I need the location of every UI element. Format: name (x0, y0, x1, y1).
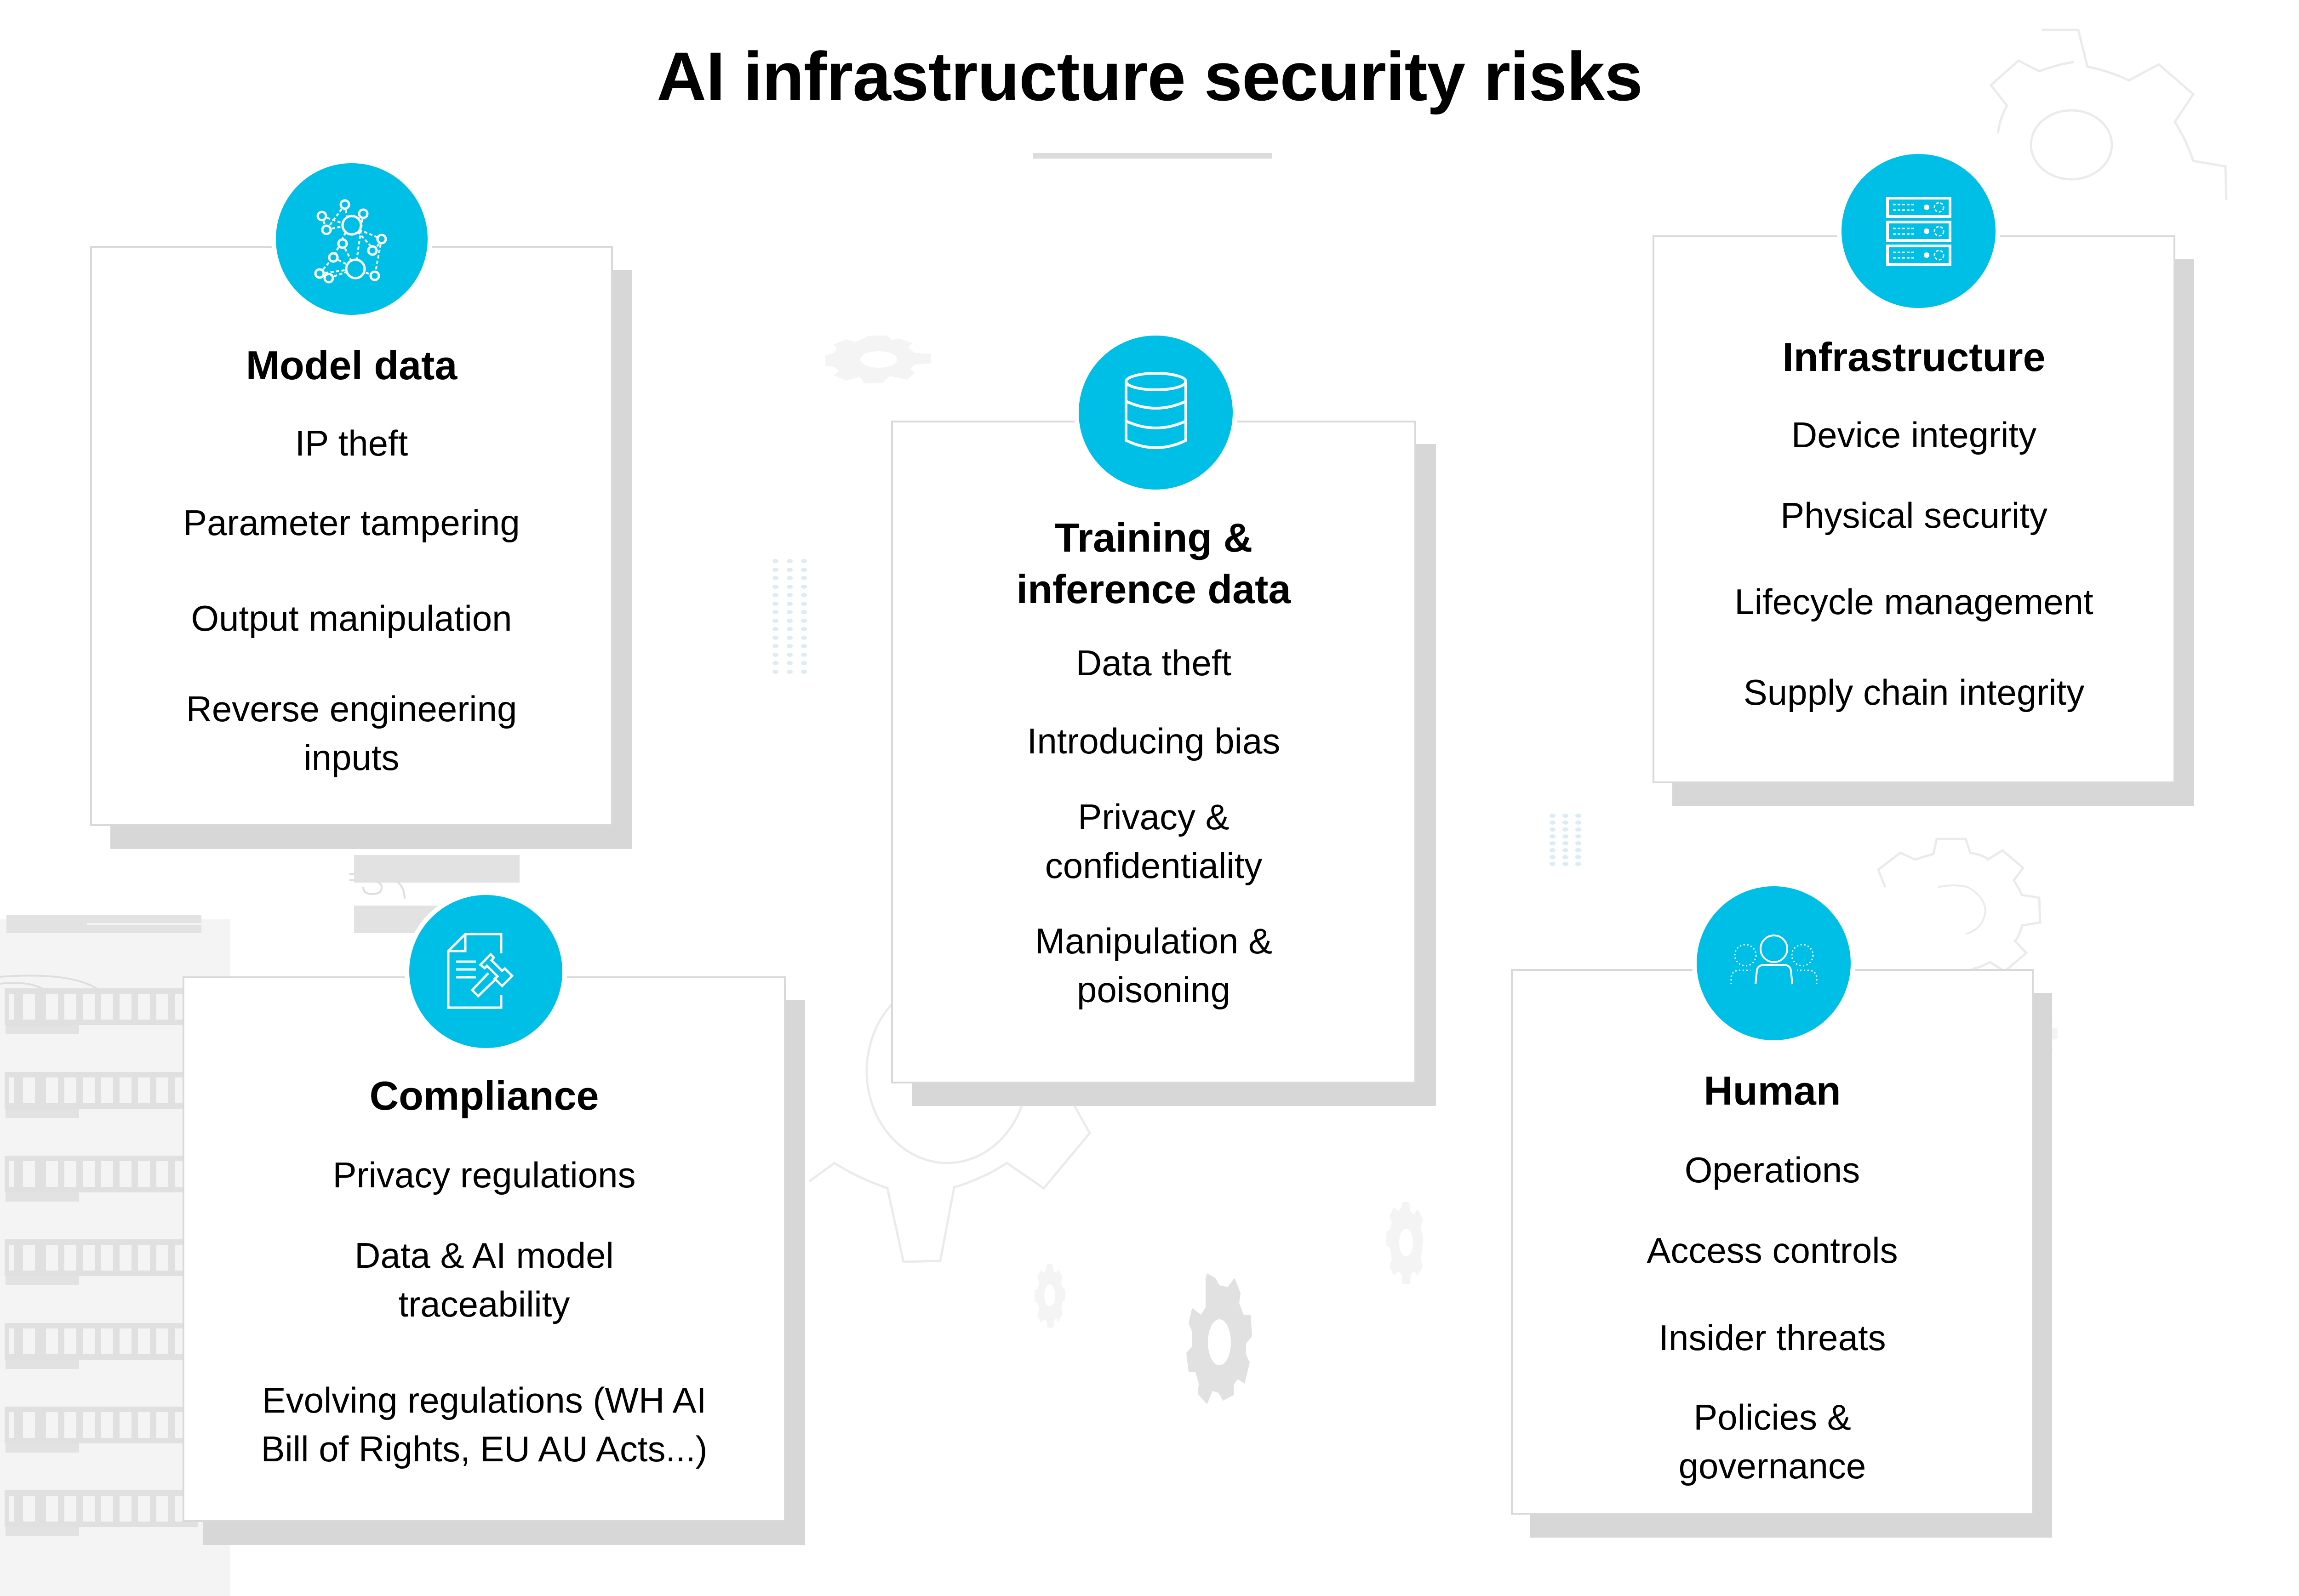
list-item: Reverse engineering inputs (186, 689, 517, 778)
gear-solid-small-1-icon (825, 336, 931, 383)
list-item: Privacy regulations (332, 1155, 636, 1195)
list-item: Lifecycle management (1734, 581, 2093, 622)
list-item: Output manipulation (191, 598, 512, 638)
list-item: Parameter tampering (183, 502, 520, 543)
list-item: Device integrity (1791, 415, 2037, 455)
card-title: Human (1704, 1068, 1841, 1113)
page-title: AI infrastructure security risks (657, 38, 1643, 115)
database-icon (1124, 371, 1187, 449)
list-item: Access controls (1647, 1230, 1898, 1271)
infrastructure-icon-badge (1837, 149, 2000, 313)
compliance-icon-badge (405, 890, 567, 1053)
gear-solid-small-2-icon (1035, 1264, 1065, 1328)
list-item: IP theft (295, 423, 408, 463)
list-item: Data theft (1075, 643, 1232, 683)
dot-grid-left-decor (772, 559, 815, 674)
list-item: Supply chain integrity (1743, 672, 2085, 712)
list-item: Data & AI model traceability (355, 1235, 614, 1324)
list-item: Introducing bias (1027, 721, 1281, 761)
gear-outline-top-right-icon (1989, 28, 2228, 200)
list-item: Physical security (1780, 495, 2047, 536)
human-icon-badge (1692, 882, 1855, 1045)
list-item: Policies & governance (1678, 1397, 1866, 1486)
document-gavel-icon (447, 933, 514, 1009)
list-item: Insider threats (1658, 1317, 1886, 1358)
list-item: Evolving regulations (WH AI Bill of Righ… (261, 1380, 708, 1469)
people-group-icon (1730, 934, 1817, 984)
gear-solid-large-icon (1186, 1273, 1252, 1404)
dot-grid-right-decor (1550, 814, 1588, 866)
server-rack-icon (1886, 196, 1951, 266)
card-title: Training & inference data (1016, 515, 1291, 612)
list-item: Operations (1684, 1150, 1860, 1190)
training-data-icon-badge (1074, 331, 1237, 494)
network-nodes-icon (314, 199, 387, 284)
gear-outline-right-icon (1876, 838, 2042, 984)
card-title: Compliance (369, 1073, 599, 1118)
server-rack-units-icon (5, 988, 198, 1527)
title-divider (1033, 153, 1272, 159)
card-compliance: Compliance Privacy regulations Data & AI… (183, 976, 786, 1522)
card-training-inference-data: Training & inference data Data theft Int… (891, 421, 1416, 1083)
gear-solid-medium-icon (1386, 1202, 1423, 1284)
card-model-data: Model data IP theft Parameter tampering … (90, 246, 613, 826)
card-infrastructure: Infrastructure Device integrity Physical… (1653, 235, 2175, 783)
list-item: Manipulation & poisoning (1035, 921, 1272, 1010)
card-title: Model data (246, 342, 458, 388)
model-data-icon-badge (271, 159, 432, 319)
card-title: Infrastructure (1782, 334, 2046, 380)
list-item: Privacy & confidentiality (1045, 797, 1263, 886)
card-human: Human Operations Access controls Insider… (1511, 969, 2034, 1515)
